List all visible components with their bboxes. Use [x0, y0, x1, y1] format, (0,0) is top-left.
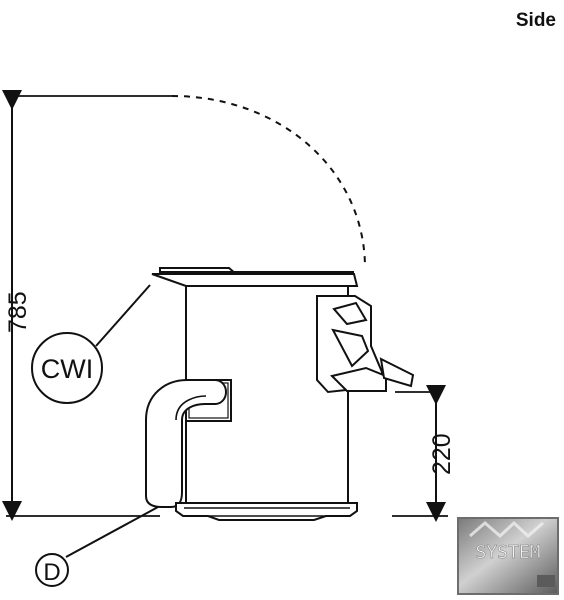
height-label: 785	[4, 291, 32, 333]
system-logo: SYSTEM	[457, 517, 559, 595]
view-title: Side	[515, 10, 556, 31]
lid-swing-arc	[171, 95, 366, 269]
logo-text: SYSTEM	[475, 542, 540, 563]
callout-cwi: CWI	[31, 284, 151, 404]
machine-body	[145, 267, 430, 521]
base-height-label: 220	[428, 433, 456, 475]
dimension-785: 785	[2, 90, 172, 521]
callout-d: D	[35, 506, 159, 587]
dimension-220: 220	[392, 385, 456, 522]
cwi-label: CWI	[41, 354, 93, 384]
d-label: D	[43, 559, 60, 586]
